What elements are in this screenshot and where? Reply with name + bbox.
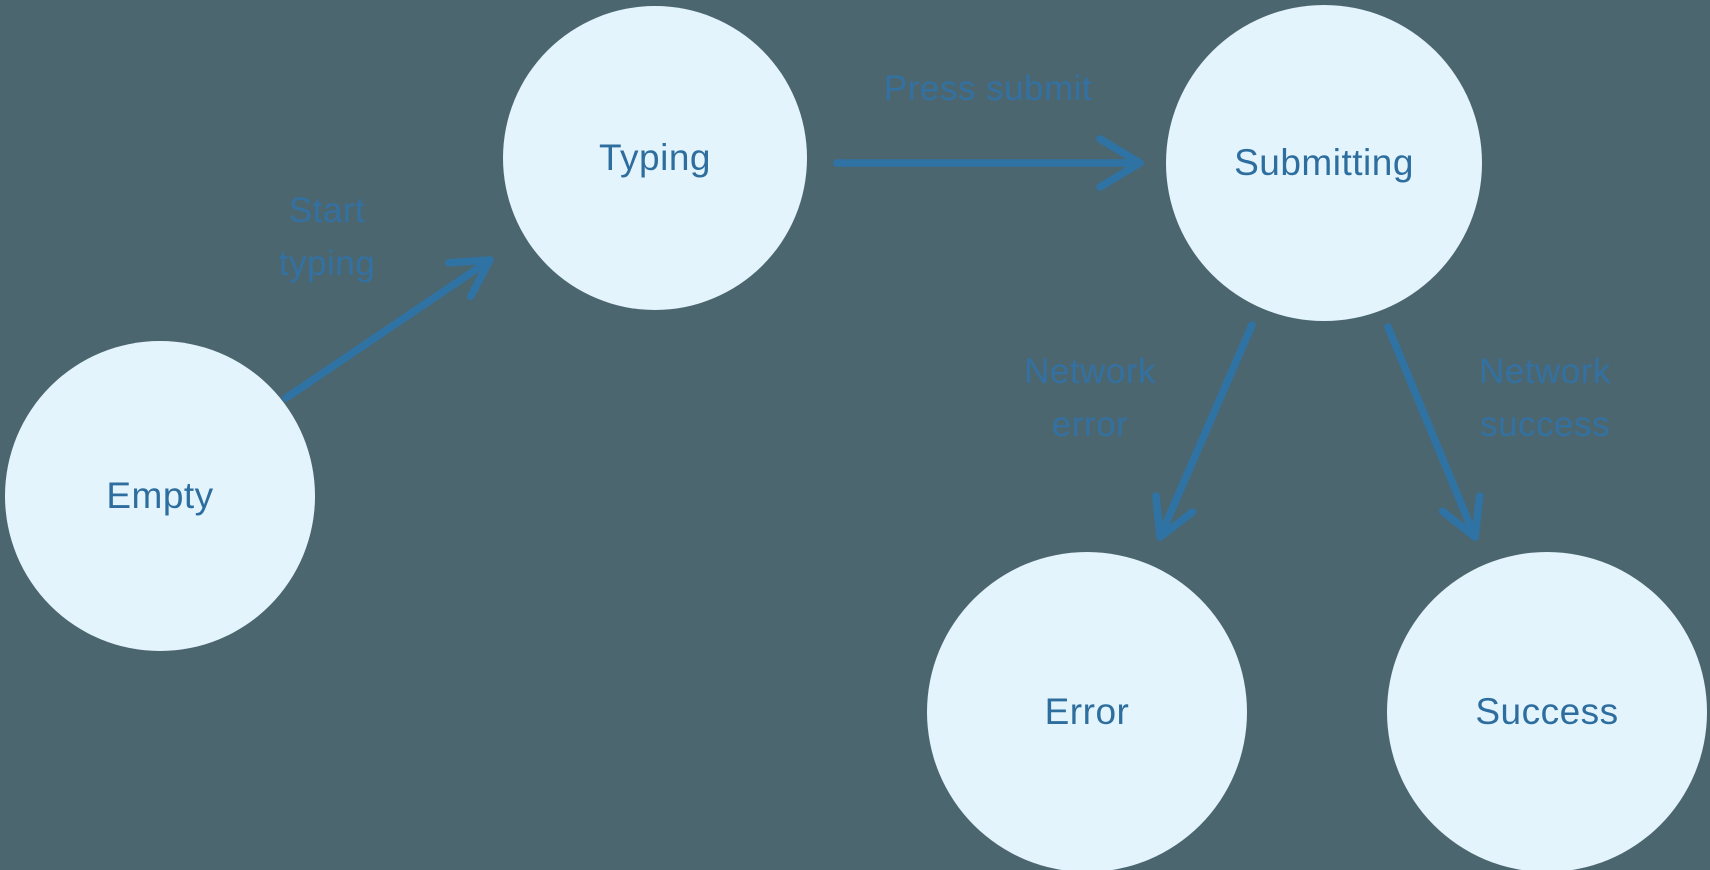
arrow-submitting-to-success [1384,323,1484,541]
transition-label-network-error: Network error [1024,352,1156,444]
arrow-submitting-to-error [1152,321,1256,541]
state-label-typing: Typing [598,137,711,178]
arrow-empty-to-typing [282,256,494,402]
state-node-error: Error [927,552,1247,870]
arrow-typing-to-submitting [833,135,1144,191]
state-label-submitting: Submitting [1234,142,1414,183]
transition-label-press-submit: Press submit [883,69,1093,108]
state-node-typing: Typing [503,6,807,310]
state-node-submitting: Submitting [1166,5,1482,321]
state-label-success: Success [1475,691,1619,732]
transition-label-network-success: Network success [1479,352,1611,444]
state-node-empty: Empty [5,341,315,651]
state-label-error: Error [1044,691,1130,732]
state-node-success: Success [1387,552,1707,870]
state-label-empty: Empty [106,475,214,516]
transition-label-start-typing: Start typing [278,191,376,283]
